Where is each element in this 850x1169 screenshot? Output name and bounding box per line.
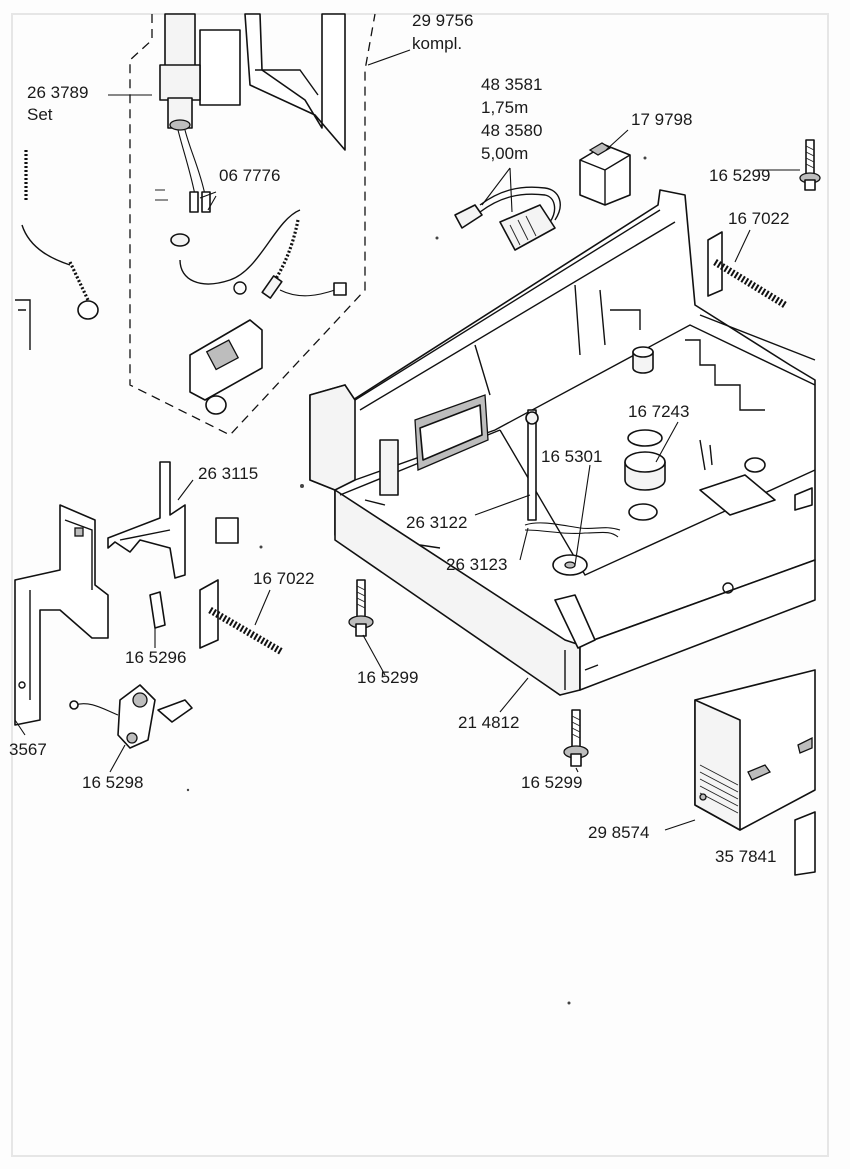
scan-border xyxy=(11,13,829,1157)
label-263122: 26 3122 xyxy=(406,513,468,532)
part-167022-spring-right xyxy=(707,231,787,308)
part-263115-bracket xyxy=(107,461,239,579)
kit-outline-dashed xyxy=(129,13,376,436)
scan-specks xyxy=(186,156,647,1005)
leader-lines xyxy=(14,49,800,831)
label-165299-mid: 16 5299 xyxy=(357,668,419,687)
label-299756: 29 9756 xyxy=(412,11,474,30)
label-3567: 3567 xyxy=(9,740,47,759)
label-165301: 16 5301 xyxy=(541,447,603,466)
part-214812-base-tub xyxy=(309,189,816,696)
part-483580-cable xyxy=(454,186,561,251)
part-357841-corner xyxy=(794,811,816,876)
label-kompl: kompl. xyxy=(412,34,463,53)
label-298574: 29 8574 xyxy=(588,823,650,842)
label-263123: 26 3123 xyxy=(446,555,508,574)
label-167022-left: 16 7022 xyxy=(253,569,315,588)
label-357841: 35 7841 xyxy=(715,847,777,866)
label-179798: 17 9798 xyxy=(631,110,693,129)
label-067776: 06 7776 xyxy=(219,166,281,185)
part-165296-clip xyxy=(149,591,166,629)
part-165299-screw-top xyxy=(799,139,821,191)
part-298574-panel xyxy=(694,669,816,831)
part-263789-valve-assembly xyxy=(155,13,346,247)
label-263789: 26 3789 xyxy=(27,83,89,102)
label-length-175: 1,75m xyxy=(481,98,529,117)
part-165299-screw-bottom xyxy=(563,709,589,767)
part-165299-screw-mid xyxy=(348,579,374,637)
label-167243: 16 7243 xyxy=(628,402,690,421)
label-165299-top: 16 5299 xyxy=(709,166,771,185)
part-kit-hose xyxy=(179,209,347,299)
label-483580: 48 3580 xyxy=(481,121,543,140)
label-165298: 16 5298 xyxy=(82,773,144,792)
part-3567-side-panel xyxy=(14,504,109,726)
label-length-500: 5,00m xyxy=(481,144,529,163)
label-483581: 48 3581 xyxy=(481,75,543,94)
label-263115: 26 3115 xyxy=(198,464,259,483)
label-set: Set xyxy=(27,105,53,124)
part-left-hose xyxy=(15,150,99,350)
part-167022-spring-left xyxy=(199,579,284,656)
part-179798-box xyxy=(579,142,631,206)
label-214812: 21 4812 xyxy=(458,713,520,732)
part-165298-sensor xyxy=(69,684,193,749)
label-165296: 16 5296 xyxy=(125,648,187,667)
part-kit-bracket xyxy=(189,319,263,415)
label-165299-bottom: 16 5299 xyxy=(521,773,583,792)
label-167022-right: 16 7022 xyxy=(728,209,790,228)
